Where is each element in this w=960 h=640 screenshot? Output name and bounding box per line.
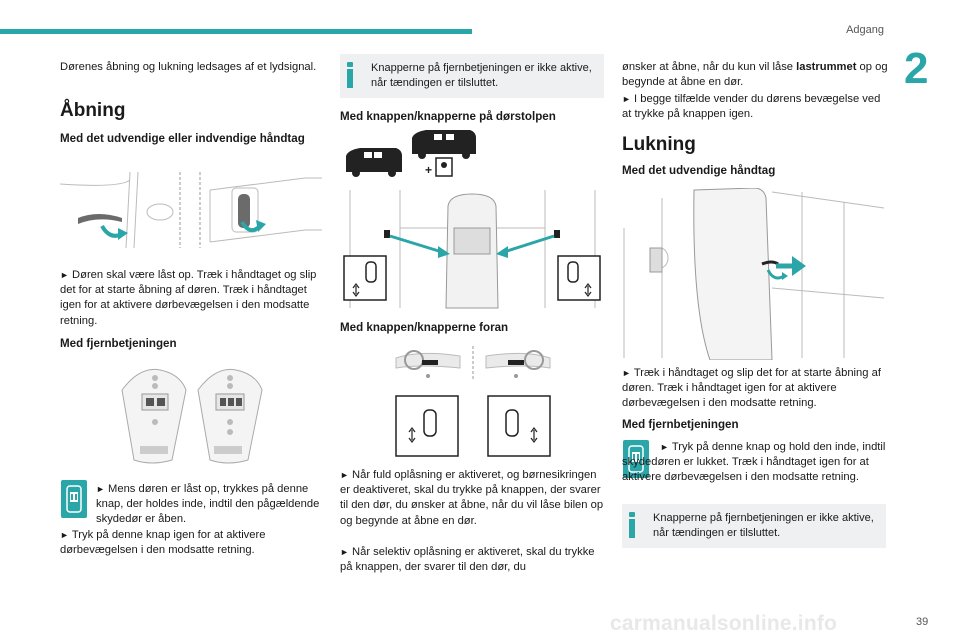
arrow-bullet-icon: ►: [96, 484, 105, 494]
continued-text: ønsker at åbne, når du kun vil låse last…: [622, 60, 888, 90]
external-handle-instruction-text: Træk i håndtaget og slip det for at star…: [622, 367, 881, 410]
arrow-bullet-icon: ►: [60, 530, 69, 540]
info-box-remote-inactive-close: Knapperne på fjernbetjeningen er ikke ak…: [622, 504, 886, 548]
section-label: Adgang: [846, 24, 884, 36]
remote-instruction-1-text: Mens døren er låst op, trykkes på denne …: [96, 483, 320, 526]
page-number: 39: [916, 616, 929, 628]
subheading-remote-close: Med fjernbetjeningen: [622, 418, 739, 431]
info-icon: [629, 512, 636, 538]
heading-closing: Lukning: [622, 134, 696, 155]
front-button-instruction-1: ► Når fuld oplåsning er aktiveret, og bø…: [340, 468, 605, 529]
intro-text: Dørenes åbning og lukning ledsages af et…: [60, 61, 317, 73]
front-button-illustration: [395, 346, 551, 457]
subheading-external-handle: Med det udvendige håndtag: [622, 164, 776, 177]
subheading-remote: Med fjernbetjeningen: [60, 337, 177, 350]
remote-button-icon: [61, 480, 87, 518]
continued-text-post: op og begynde at åbne en dør.: [622, 61, 888, 89]
continued-text-bold: lastrummet: [796, 61, 857, 73]
remote-close-instruction: ► Tryk på denne knap og hold den inde, i…: [622, 440, 888, 486]
arrow-bullet-icon: ►: [60, 270, 69, 280]
arrow-bullet-icon: ►: [622, 368, 631, 378]
remote-instruction-2-text: Tryk på denne knap igen for at aktivere …: [60, 529, 266, 557]
subheading-handle: Med det udvendige eller indvendige håndt…: [60, 132, 305, 145]
pillar-button-illustration: +: [343, 130, 601, 309]
external-handle-instruction: ► Træk i håndtaget og slip det for at st…: [622, 366, 888, 412]
chapter-number: 2: [904, 44, 929, 93]
arrow-bullet-icon: ►: [622, 94, 631, 104]
remote-instruction-2: ► Tryk på denne knap igen for at aktiver…: [60, 528, 322, 558]
subheading-pillar-button: Med knappen/knapperne på dørstolpen: [340, 110, 556, 123]
info-text: Knapperne på fjernbetjeningen er ikke ak…: [371, 62, 592, 89]
arrow-bullet-icon: ►: [660, 442, 669, 452]
arrow-bullet-icon: ►: [340, 547, 349, 557]
remote-key-illustration: [121, 368, 263, 464]
continued-text-pre: ønsker at åbne, når du kun vil låse: [622, 61, 797, 73]
handle-instruction-text: Døren skal være låst op. Træk i håndtage…: [60, 269, 317, 327]
front-button-instruction-2: ► Når selektiv oplåsning er aktiveret, s…: [340, 545, 605, 575]
subheading-front-button: Med knappen/knapperne foran: [340, 321, 509, 334]
info-box-remote-inactive: Knapperne på fjernbetjeningen er ikke ak…: [340, 54, 604, 98]
handle-instruction: ► Døren skal være låst op. Træk i håndta…: [60, 268, 322, 329]
footer-watermark-url: carmanualsonline.info: [610, 612, 838, 635]
info-icon: [347, 62, 354, 88]
remote-close-instruction-text: Tryk på denne knap og hold den inde, ind…: [622, 441, 886, 484]
heading-opening: Åbning: [60, 100, 126, 121]
both-cases-text: ► I begge tilfælde vender du dørens bevæ…: [622, 92, 888, 122]
info-text: Knapperne på fjernbetjeningen er ikke ak…: [653, 512, 874, 539]
front-button-instruction-2-text: Når selektiv oplåsning er aktiveret, ska…: [340, 546, 595, 574]
top-accent-bar: [0, 29, 472, 34]
front-button-instruction-1-text: Når fuld oplåsning er aktiveret, og børn…: [340, 469, 604, 527]
arrow-bullet-icon: ►: [340, 470, 349, 480]
sliding-door-illustration: [623, 188, 885, 360]
both-cases-text-body: I begge tilfælde vender du dørens bevæge…: [622, 93, 881, 121]
svg-text:+: +: [425, 163, 432, 177]
remote-instruction-1: ► Mens døren er låst op, trykkes på denn…: [96, 482, 322, 528]
remote-button-icon: [623, 440, 649, 478]
door-handle-illustration: [60, 171, 322, 249]
